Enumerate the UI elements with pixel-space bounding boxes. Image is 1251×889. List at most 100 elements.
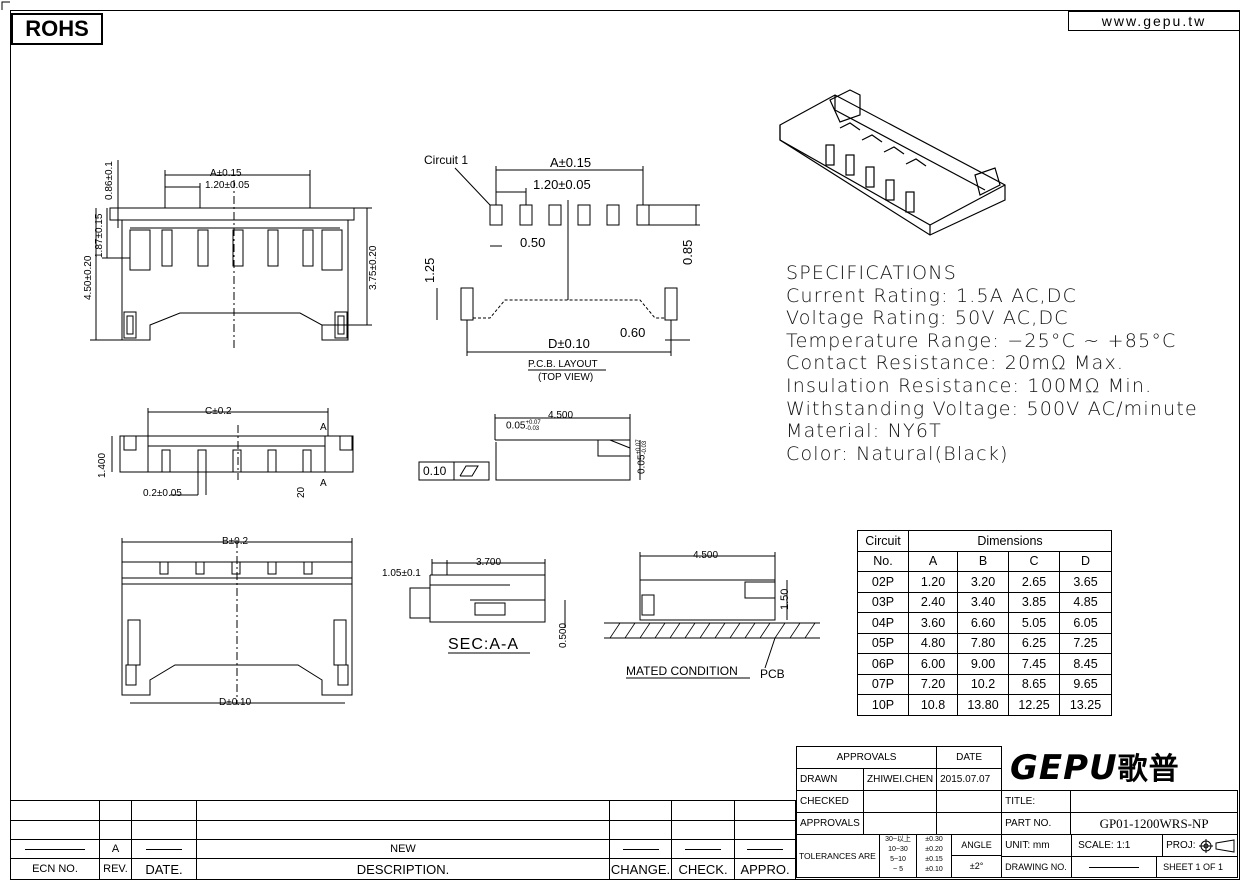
spec-heading: SPECIFICATIONS: [786, 262, 957, 284]
pcb-dim-pitch: 1.20±0.05: [533, 177, 591, 192]
spec-contact-resistance: Contact Resistance: 20mΩ Max.: [786, 352, 1125, 375]
section-a-a-label: SEC:A-A: [448, 636, 520, 653]
projection-symbol-icon: [1198, 838, 1235, 853]
sec-dim-4500: 4.500: [548, 410, 574, 421]
dimensions-cell: 10.8: [908, 694, 958, 716]
front-dim-187: 1.87±0.15: [94, 213, 105, 258]
dimensions-cell: 06P: [857, 653, 909, 675]
dimensions-cell: 05P: [857, 632, 909, 654]
tolerances-label: TOLERANCES ARE: [797, 835, 880, 877]
dimensions-cell: 02P: [857, 571, 909, 593]
angle-value: ±2°: [969, 861, 984, 871]
dimensions-cell: 8.45: [1059, 653, 1112, 675]
change-header: CHANGE.: [609, 858, 672, 880]
circuit-label: Circuit 1: [424, 153, 469, 167]
drawn-label: DRAWN: [796, 768, 864, 791]
side-dim-c: C±0.2: [205, 406, 232, 417]
spec-temperature-range: Temperature Range: −25°C ~ +85°C: [786, 329, 1177, 352]
dimensions-cell: 3.60: [908, 612, 958, 634]
mated-condition-view: [604, 552, 820, 679]
tol-range-1: 30~以上: [885, 836, 911, 843]
secaa-dim-105: 1.05±0.1: [382, 568, 421, 579]
ecn-no-header: ECN NO.: [10, 858, 100, 880]
section-view: [418, 414, 641, 481]
secaa-dim-3700: 3.700: [476, 557, 502, 568]
dimensions-cell: 4.80: [908, 632, 958, 654]
bottom-dim-d: D±0.10: [219, 697, 252, 708]
dimensions-cell: 6.25: [1008, 632, 1060, 654]
check-header: CHECK.: [671, 858, 735, 880]
rev-a: A: [99, 839, 132, 859]
dimensions-cell: 6.05: [1059, 612, 1112, 634]
bottom-dim-b: B±0.2: [222, 536, 249, 547]
dimensions-cell: 1.20: [908, 571, 958, 593]
dimensions-cell: 5.05: [1008, 612, 1060, 634]
bottom-view: [121, 538, 353, 705]
tol-range-3: 5~10: [890, 856, 906, 863]
dimensions-cell: 3.65: [1059, 571, 1112, 593]
dimensions-cell: 9.00: [957, 653, 1009, 675]
front-view: [90, 160, 372, 350]
col-a: A: [908, 550, 958, 572]
website-label: www.gepu.tw: [1068, 11, 1240, 31]
unit-label: UNIT: mm: [1002, 835, 1073, 856]
approvals-header: APPROVALS: [795, 746, 938, 769]
mated-dim-4500: 4.500: [693, 550, 719, 561]
dimensions-cell: 2.65: [1008, 571, 1060, 593]
drawing-frame: [10, 10, 1240, 880]
dimensions-cell: 4.85: [1059, 591, 1112, 613]
rev-description-new: NEW: [196, 839, 610, 859]
mated-dim-150: 1.50: [779, 588, 791, 610]
pcb-dim-a: A±0.15: [550, 155, 592, 170]
tol-value-2: ±0.20: [925, 846, 943, 853]
rev-header: REV.: [99, 858, 132, 880]
front-dim-a: A±0.15: [210, 168, 242, 179]
description-header: DESCRIPTION.: [196, 858, 610, 880]
date-header: DATE.: [131, 858, 197, 880]
side-section-a-bottom: A: [320, 478, 327, 489]
mated-condition-label: MATED CONDITION: [626, 664, 738, 678]
dimensions-cell: 3.85: [1008, 591, 1060, 613]
tol-range-2: 10~30: [888, 846, 908, 853]
dimensions-cell: 7.80: [957, 632, 1009, 654]
checked-label: CHECKED: [796, 790, 864, 813]
spec-withstanding-voltage: Withstanding Voltage: 500V AC/minute: [786, 397, 1198, 420]
tol-value-1: ±0.30: [925, 836, 943, 843]
top-view-label: (TOP VIEW): [538, 372, 594, 383]
pcb-dim-d: D±0.10: [548, 336, 590, 351]
dimensions-cell: 9.65: [1059, 673, 1112, 695]
header-dimensions: Dimensions: [908, 530, 1112, 552]
gepu-logo: GEPU歌普: [1010, 748, 1180, 788]
side-dim-02: 0.2±0.05: [143, 488, 182, 499]
angle-label: ANGLE: [952, 835, 1002, 856]
approvals-label: APPROVALS: [796, 812, 864, 835]
front-dim-pitch: 1.20±0.05: [205, 180, 250, 191]
tol-value-3: ±0.15: [925, 856, 943, 863]
dimensions-cell: 3.20: [957, 571, 1009, 593]
pcb-label: PCB: [760, 667, 785, 681]
dimensions-cell: 10P: [857, 694, 909, 716]
col-b: B: [957, 550, 1009, 572]
dimensions-cell: 10.2: [957, 673, 1009, 695]
dimensions-cell: 7.20: [908, 673, 958, 695]
title-block: APPROVALS DATE DRAWN ZHIWEI.CHEN 2015.07…: [795, 746, 1239, 878]
dimensions-cell: 12.25: [1008, 694, 1060, 716]
side-section-a-top: A: [320, 422, 327, 433]
drawing-no-label: DRAWING NO.: [1002, 857, 1073, 877]
sec-dim-005-vertical: 0.05+0.07-0.03: [636, 439, 648, 474]
dimensions-cell: 7.25: [1059, 632, 1112, 654]
rohs-badge: ROHS: [11, 13, 103, 45]
specifications-block: SPECIFICATIONS Current Rating: 1.5A AC,D…: [786, 262, 1198, 465]
pcb-dim-125: 1.25: [422, 257, 437, 283]
pcb-dim-085: 0.85: [680, 239, 695, 265]
spec-color: Color: Natural(Black): [786, 442, 1009, 465]
sheet-label: SHEET 1 OF 1: [1163, 862, 1223, 872]
spec-current-rating: Current Rating: 1.5A AC,DC: [786, 284, 1078, 307]
tol-range-4: ~ 5: [893, 866, 903, 873]
pcb-layout-view: [436, 166, 700, 371]
part-no-label: PART NO.: [1001, 812, 1072, 835]
